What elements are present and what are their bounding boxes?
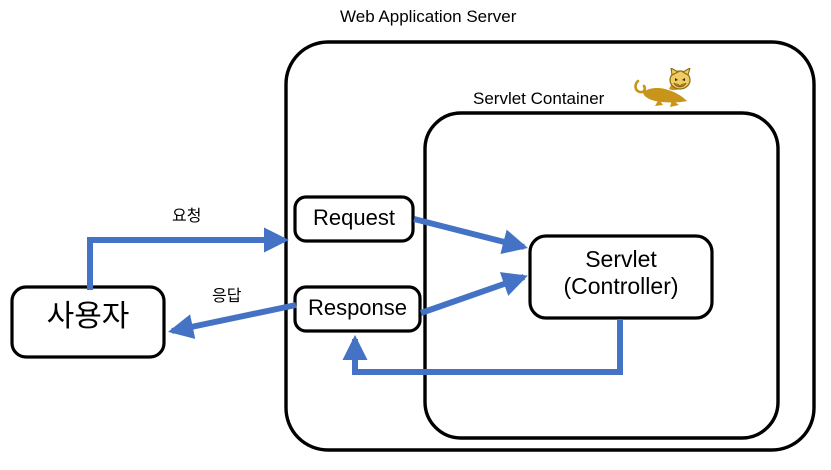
node-label-servlet-line1: Servlet: [585, 246, 657, 272]
node-request-box: [293, 195, 415, 243]
edge-response-to-servlet: [420, 272, 528, 316]
node-label-response: Response: [307, 295, 408, 320]
container-label-servlet-container: Servlet Container: [473, 89, 605, 108]
edge-label-response-korean: 응답: [212, 288, 242, 305]
container-servlet-container: [423, 111, 780, 440]
tomcat-cat-icon: [633, 66, 695, 112]
node-servlet-controller-box: [528, 234, 714, 320]
node-label-servlet-controller: Servlet (Controller): [530, 246, 712, 300]
edge-response-to-user: [168, 302, 297, 339]
container-label-web-application-server: Web Application Server: [340, 7, 517, 26]
node-label-servlet-line2: (Controller): [563, 273, 679, 300]
edge-request-to-servlet: [413, 216, 528, 254]
edge-label-request-korean: 요청: [172, 208, 202, 225]
edge-servlet-to-response: [342, 319, 623, 375]
edge-user-to-request: [87, 227, 290, 290]
node-label-user: 사용자: [46, 300, 130, 333]
node-label-request: Request: [313, 205, 395, 230]
node-response-box: [293, 285, 422, 333]
